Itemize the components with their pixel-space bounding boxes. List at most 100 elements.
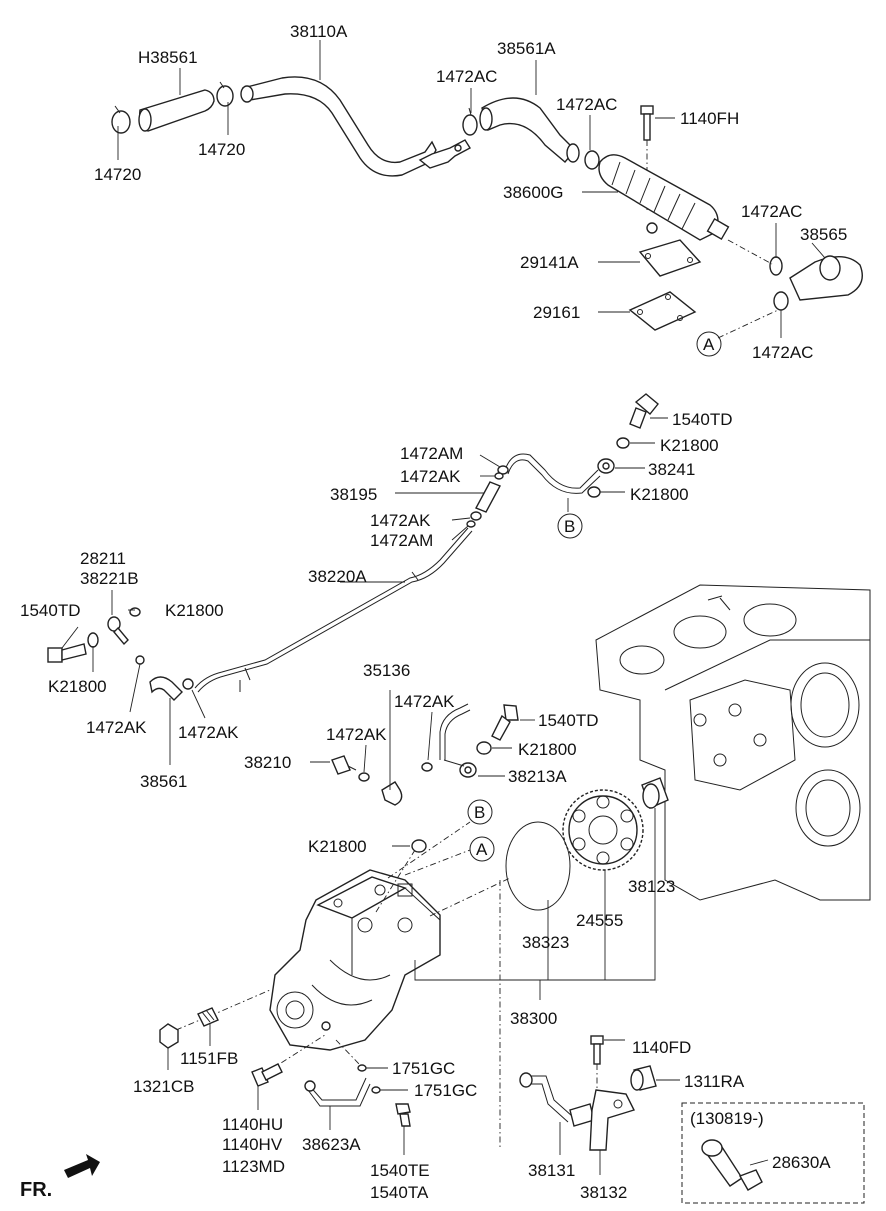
label-1540td-c: 1540TD <box>538 711 598 730</box>
label-k21800-a: K21800 <box>660 436 719 455</box>
plate-29161[interactable] <box>628 291 697 331</box>
spacer-1311ra[interactable] <box>630 1065 657 1091</box>
front-label: FR. <box>20 1179 52 1201</box>
label-k21800-f: K21800 <box>308 837 367 856</box>
hose-38195[interactable] <box>475 481 501 513</box>
clamp-1472ak-e[interactable] <box>358 772 370 782</box>
label-35136: 35136 <box>363 661 410 680</box>
ref-circle-b-lower: B <box>467 799 493 825</box>
oring-1751gc-b[interactable] <box>371 1086 381 1094</box>
pipe-38213a[interactable] <box>439 703 477 778</box>
fitting-28211-38221b[interactable] <box>107 616 145 665</box>
label-130819: (130819-) <box>690 1109 764 1128</box>
label-k21800-b: K21800 <box>630 485 689 504</box>
ref-circle-b-top: B <box>557 513 583 539</box>
label-38600g: 38600G <box>503 183 564 202</box>
pipe-38131[interactable] <box>519 1072 595 1127</box>
nut-1321cb[interactable] <box>159 1023 179 1049</box>
clamp-1472ac-right-top[interactable] <box>769 256 783 276</box>
label-29141a: 29141A <box>520 253 579 272</box>
oring-1751gc-a[interactable] <box>357 1064 367 1072</box>
bushing-38123[interactable] <box>641 777 669 809</box>
clamp-1472ak-f[interactable] <box>421 762 433 772</box>
clamp-1472ac-right-bottom[interactable] <box>773 291 789 311</box>
clamp-14720-right[interactable] <box>216 81 234 107</box>
label-24555: 24555 <box>576 911 623 930</box>
label-38210: 38210 <box>244 753 291 772</box>
washer-k21800-e[interactable] <box>476 741 492 755</box>
hose-35136[interactable] <box>381 781 403 806</box>
gasket-38323[interactable] <box>505 821 571 911</box>
bolt-1540td-left[interactable] <box>47 643 87 663</box>
label-k21800-c: K21800 <box>165 601 224 620</box>
label-1472ac-b: 1472AC <box>556 95 617 114</box>
label-38241: 38241 <box>648 460 695 479</box>
pipe-38220a[interactable] <box>194 527 473 693</box>
pipe-38623a[interactable] <box>304 1077 371 1107</box>
label-38220a: 38220A <box>308 567 367 586</box>
label-1123md: 1123MD <box>222 1157 285 1176</box>
label-14720-a: 14720 <box>94 165 141 184</box>
clamp-14720-left[interactable] <box>111 105 131 134</box>
washer-k21800-f[interactable] <box>411 839 427 853</box>
upper-hose-assembly: 38110A H38561 38561A 1472AC 1472AC 1140F… <box>94 22 863 362</box>
label-38323: 38323 <box>522 933 569 952</box>
bolt-1140hu[interactable] <box>251 1063 283 1087</box>
washer-k21800-b[interactable] <box>587 486 601 498</box>
stud-1151fb[interactable] <box>197 1007 219 1027</box>
label-1540te: 1540TE <box>370 1161 430 1180</box>
label-1472ak-e: 1472AK <box>326 725 387 744</box>
washer-k21800-top[interactable] <box>616 437 630 449</box>
bolt-1540td-lower[interactable] <box>491 704 519 741</box>
clamp-1472ac-mid[interactable] <box>566 143 600 170</box>
label-38565: 38565 <box>800 225 847 244</box>
gasket-29141a[interactable] <box>638 239 702 277</box>
label-1751gc-b: 1751GC <box>414 1081 477 1100</box>
label-1311ra: 1311RA <box>684 1072 745 1091</box>
valve-28630a[interactable] <box>701 1139 763 1191</box>
label-1151fb: 1151FB <box>180 1049 238 1068</box>
label-1472ak-f: 1472AK <box>394 692 455 711</box>
ref-circle-a-top: A <box>696 331 722 357</box>
washer-k21800-c[interactable] <box>129 607 141 617</box>
pipe-38110a[interactable] <box>240 76 471 177</box>
label-38221b: 38221B <box>80 569 139 588</box>
pipe-38241[interactable] <box>504 453 615 494</box>
ref-circle-a-lower: A <box>469 836 495 862</box>
compressor-assembly: 35136 1472AK 1472AK 38210 38213A K21800 … <box>20 584 871 1204</box>
label-38123: 38123 <box>628 877 675 896</box>
label-1472ac-d: 1472AC <box>752 343 813 362</box>
label-1540ta: 1540TA <box>370 1183 429 1202</box>
fitting-38210[interactable] <box>331 755 357 775</box>
label-1472ak-d: 1472AK <box>178 723 239 742</box>
bolt-1540te[interactable] <box>395 1103 411 1127</box>
clamp-1472ak-1472am-lower[interactable] <box>466 511 482 528</box>
label-28630a: 28630A <box>772 1153 831 1172</box>
clamp-1472am-1472ak-top[interactable] <box>494 465 509 480</box>
label-k21800-d: K21800 <box>48 677 107 696</box>
label-38300: 38300 <box>510 1009 557 1028</box>
label-1472am-a: 1472AM <box>400 444 463 463</box>
label-14720-b: 14720 <box>198 140 245 159</box>
hose-38565[interactable] <box>789 255 863 301</box>
bracket-38132[interactable] <box>589 1089 635 1151</box>
label-1140fd: 1140FD <box>632 1038 691 1057</box>
hose-38561[interactable] <box>149 676 194 701</box>
label-38561: 38561 <box>140 772 187 791</box>
label-38623a: 38623A <box>302 1135 361 1154</box>
resonator-38600g[interactable] <box>598 154 730 241</box>
bolt-1540td-top[interactable] <box>629 393 659 429</box>
engine-block <box>595 584 871 901</box>
gear-24555[interactable] <box>562 789 644 871</box>
svg-text:A: A <box>703 335 715 354</box>
hose-h38561[interactable] <box>138 89 215 132</box>
washer-k21800-d[interactable] <box>87 632 99 648</box>
air-compressor[interactable] <box>269 869 441 1051</box>
label-1751gc-a: 1751GC <box>392 1059 455 1078</box>
label-1140fh: 1140FH <box>680 109 739 128</box>
label-1472ac-c: 1472AC <box>741 202 802 221</box>
clamp-1472ac-upper[interactable] <box>462 107 478 136</box>
bolt-1140fd[interactable] <box>590 1035 604 1090</box>
label-1472ak-c: 1472AK <box>86 718 147 737</box>
